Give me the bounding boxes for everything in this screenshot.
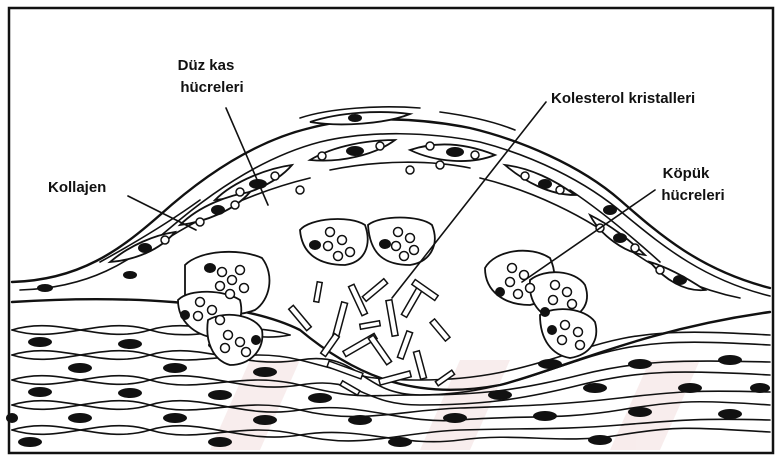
label-foam-cells-line1: Köpük bbox=[663, 165, 710, 182]
label-foam-cells-line2: hücreleri bbox=[661, 187, 724, 204]
label-collagen: Kollajen bbox=[48, 179, 106, 196]
label-cholesterol-crystals: Kolesterol kristalleri bbox=[551, 90, 695, 107]
label-smooth-muscle-line2: hücreleri bbox=[180, 79, 243, 96]
foam-cells-right bbox=[485, 251, 596, 358]
label-smooth-muscle-line1: Düz kas bbox=[178, 57, 235, 74]
fibrous-cap bbox=[12, 107, 770, 298]
foam-cells-left bbox=[178, 218, 435, 366]
